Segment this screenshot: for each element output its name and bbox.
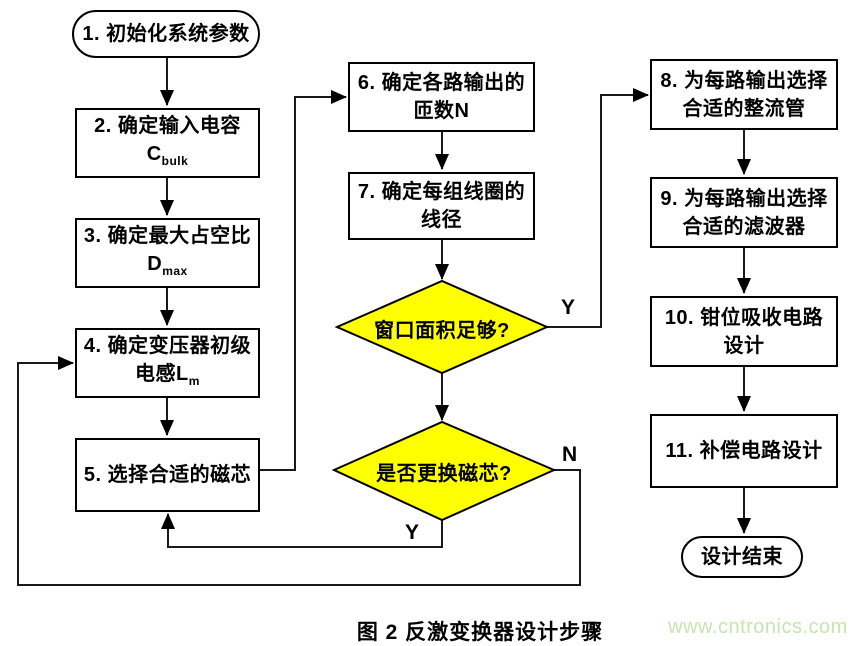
node-4-primary-inductance: 4. 确定变压器初级 电感Lm	[75, 328, 260, 398]
edge-5-6	[260, 90, 347, 471]
node-4-line1: 4. 确定变压器初级	[83, 334, 252, 357]
decision-window-area-label: 窗口面积足够?	[374, 320, 510, 342]
node-9-line1: 9. 为每路输出选择	[660, 187, 828, 210]
node-5-select-core: 5. 选择合适的磁芯	[75, 438, 260, 512]
node-11-label: 11. 补偿电路设计	[665, 440, 823, 462]
node-end-label: 设计结束	[701, 546, 783, 568]
branch-label-d2-yes: Y	[405, 521, 420, 544]
node-3-line2: Dmax	[147, 252, 188, 278]
node-6-output-turns: 6. 确定各路输出的 匝数N	[348, 62, 535, 132]
node-3-line1: 3. 确定最大占空比	[83, 224, 252, 247]
decision-window-area-diamond	[334, 279, 550, 375]
node-8-line1: 8. 为每路输出选择	[660, 69, 828, 92]
decision-change-core-label: 是否更换磁芯?	[376, 463, 512, 485]
node-6-line2: 匝数N	[413, 100, 470, 122]
edge-d2-no-4	[17, 356, 581, 586]
node-2-line2: Cbulk	[146, 142, 189, 168]
node-4-line2: 电感Lm	[135, 362, 200, 388]
node-8-select-rectifier: 8. 为每路输出选择 合适的整流管	[650, 59, 838, 130]
node-10-clamp-snubber: 10. 钳位吸收电路 设计	[650, 296, 838, 367]
node-start-label: 1. 初始化系统参数	[82, 23, 250, 45]
node-6-line1: 6. 确定各路输出的	[357, 72, 526, 94]
node-2-input-capacitance: 2. 确定输入电容 Cbulk	[75, 108, 260, 178]
node-7-wire-diameter: 7. 确定每组线圈的 线径	[348, 172, 535, 240]
node-10-line1: 10. 钳位吸收电路	[664, 306, 824, 329]
node-9-select-filter: 9. 为每路输出选择 合适的滤波器	[650, 177, 838, 248]
node-11-compensation: 11. 补偿电路设计	[650, 414, 838, 488]
node-8-line2: 合适的整流管	[682, 97, 806, 120]
node-2-line1: 2. 确定输入电容	[94, 114, 241, 137]
figure-caption: 图 2 反激变换器设计步骤	[356, 621, 604, 644]
decision-change-core-diamond	[331, 420, 557, 522]
node-3-max-duty-cycle: 3. 确定最大占空比 Dmax	[75, 218, 260, 288]
node-5-label: 5. 选择合适的磁芯	[83, 464, 252, 486]
node-9-line2: 合适的滤波器	[682, 215, 806, 238]
branch-label-d1-yes: Y	[561, 296, 576, 319]
edge-d2-yes-5	[161, 513, 443, 548]
watermark-text: www.cntronics.com	[668, 616, 848, 638]
edge-d1-yes-8	[547, 88, 649, 328]
node-start-init-params: 1. 初始化系统参数	[72, 10, 260, 58]
branch-label-d2-no: N	[562, 443, 578, 466]
node-7-line2: 线径	[421, 209, 462, 231]
node-7-line1: 7. 确定每组线圈的	[357, 181, 526, 203]
node-10-line2: 设计	[723, 334, 765, 357]
node-end-design-finished: 设计结束	[681, 536, 803, 578]
